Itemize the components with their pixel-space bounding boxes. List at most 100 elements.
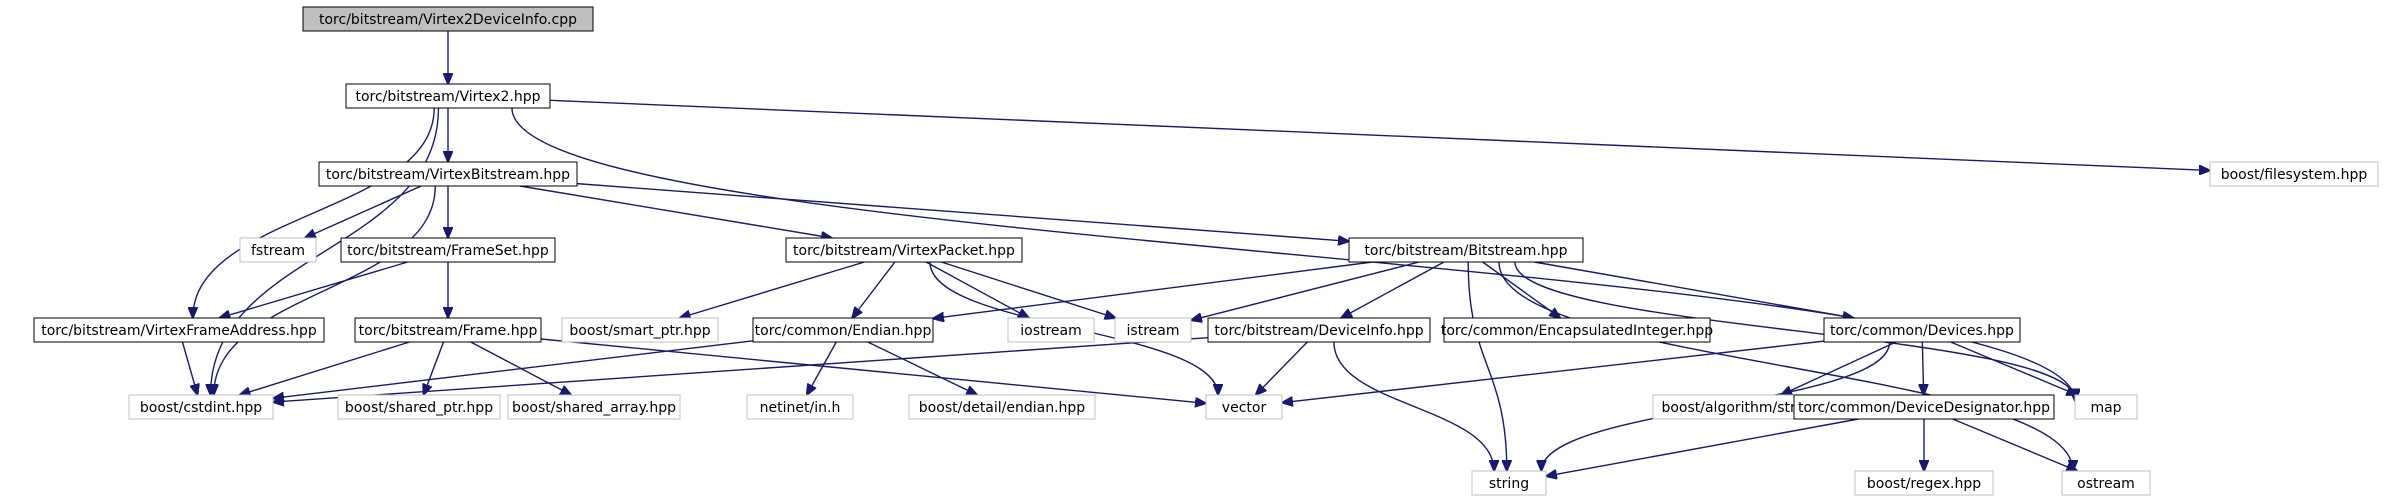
- node-box: [752, 317, 934, 343]
- node-label: netinet/in.h: [760, 400, 841, 416]
- node-label: boost/detail/endian.hpp: [919, 400, 1086, 416]
- node-netinet: netinet/in.h: [746, 394, 854, 420]
- node-label: istream: [1127, 323, 1180, 339]
- edge-bitstream-to-map: [1514, 261, 2075, 399]
- node-label: boost/shared_ptr.hpp: [345, 400, 493, 416]
- node-label: torc/bitstream/VirtexFrameAddress.hpp: [41, 323, 317, 339]
- node-vfa[interactable]: torc/bitstream/VirtexFrameAddress.hpp: [33, 317, 325, 343]
- node-bitstream[interactable]: torc/bitstream/Bitstream.hpp: [1348, 237, 1584, 263]
- edge-vpacket-to-endian: [852, 261, 896, 318]
- edge-vpacket-to-istream: [941, 261, 1115, 318]
- node-devdes[interactable]: torc/common/DeviceDesignator.hpp: [1793, 394, 2055, 420]
- node-box: [1114, 317, 1192, 343]
- node-sharedptr: boost/shared_ptr.hpp: [337, 394, 501, 420]
- edge-devdes-to-string: [1546, 418, 1859, 476]
- edge-bitstream-to-ostream: [1498, 261, 2073, 471]
- node-label: torc/bitstream/Virtex2DeviceInfo.cpp: [319, 12, 577, 28]
- edge-bitstream-to-devinfo: [1341, 261, 1445, 318]
- node-box: [1823, 317, 2021, 343]
- edge-endian-to-bendian: [867, 341, 977, 395]
- node-box: [507, 394, 681, 420]
- node-frame[interactable]: torc/bitstream/Frame.hpp: [354, 317, 542, 343]
- node-label: torc/bitstream/VirtexPacket.hpp: [793, 243, 1015, 259]
- node-vector: vector: [1205, 394, 1283, 420]
- node-frameset[interactable]: torc/bitstream/FrameSet.hpp: [340, 237, 556, 263]
- node-map: map: [2074, 394, 2138, 420]
- node-label: string: [1489, 476, 1529, 492]
- node-vbit[interactable]: torc/bitstream/VirtexBitstream.hpp: [318, 161, 578, 187]
- node-label: boost/smart_ptr.hpp: [569, 323, 710, 339]
- node-root[interactable]: torc/bitstream/Virtex2DeviceInfo.cpp: [302, 6, 594, 32]
- node-encint[interactable]: torc/common/EncapsulatedInteger.hpp: [1441, 317, 1713, 343]
- node-label: map: [2090, 400, 2121, 416]
- edge-frameset-to-vfa: [219, 261, 408, 318]
- node-box: [239, 237, 317, 263]
- node-fstream: fstream: [239, 237, 317, 263]
- node-box: [1205, 394, 1283, 420]
- node-box: [1443, 317, 1711, 343]
- node-smartptr: boost/smart_ptr.hpp: [561, 317, 719, 343]
- edge-devices-to-vector: [1282, 340, 1825, 403]
- node-box: [1793, 394, 2055, 420]
- node-box: [33, 317, 325, 343]
- edge-devices-to-devdes: [1922, 341, 1923, 395]
- node-string: string: [1471, 470, 1547, 496]
- node-label: torc/bitstream/Bitstream.hpp: [1364, 243, 1567, 259]
- edge-virtex2-to-map: [511, 107, 2075, 401]
- node-box: [340, 237, 556, 263]
- edge-frame-to-cstdint: [239, 341, 410, 395]
- edge-virtex2-to-cstdint: [211, 107, 440, 395]
- node-label: torc/bitstream/Virtex2.hpp: [355, 89, 540, 105]
- node-box: [318, 161, 578, 187]
- node-bfs: boost/filesystem.hpp: [2209, 161, 2379, 187]
- node-label: fstream: [251, 243, 305, 259]
- node-label: vector: [1222, 400, 1267, 416]
- edge-frame-to-sharedptr: [424, 341, 445, 395]
- node-bregex: boost/regex.hpp: [1854, 470, 1994, 496]
- edge-endian-to-netinet: [807, 341, 837, 395]
- node-label: boost/shared_array.hpp: [512, 400, 676, 416]
- node-label: boost/cstdint.hpp: [140, 400, 262, 416]
- edge-vfa-to-cstdint: [181, 341, 197, 395]
- edge-devdes-to-ostream: [1952, 418, 2078, 471]
- node-virtex2[interactable]: torc/bitstream/Virtex2.hpp: [345, 83, 551, 109]
- node-devinfo[interactable]: torc/bitstream/DeviceInfo.hpp: [1207, 317, 1431, 343]
- node-box: [2061, 470, 2151, 496]
- node-box: [561, 317, 719, 343]
- edge-endian-to-cstdint: [273, 340, 754, 399]
- edge-vbit-to-vpacket: [519, 185, 832, 238]
- node-label: torc/common/EncapsulatedInteger.hpp: [1441, 323, 1713, 339]
- node-vpacket[interactable]: torc/bitstream/VirtexPacket.hpp: [785, 237, 1023, 263]
- edge-devinfo-to-vector: [1256, 341, 1308, 395]
- edge-devinfo-to-string: [1333, 341, 1494, 471]
- node-label: torc/bitstream/VirtexBitstream.hpp: [326, 167, 570, 183]
- node-box: [1471, 470, 1547, 496]
- edges-layer: [181, 31, 2210, 476]
- node-box: [785, 237, 1023, 263]
- node-box: [354, 317, 542, 343]
- edge-devices-to-balgo: [1781, 341, 1897, 395]
- node-sharedarr: boost/shared_array.hpp: [507, 394, 681, 420]
- edge-vbit-to-cstdint: [214, 185, 436, 395]
- node-label: boost/regex.hpp: [1867, 476, 1981, 492]
- node-label: torc/common/Endian.hpp: [755, 323, 932, 339]
- edge-bitstream-to-istream: [1191, 261, 1420, 320]
- edge-vpacket-to-smartptr: [680, 261, 865, 318]
- node-endian[interactable]: torc/common/Endian.hpp: [752, 317, 934, 343]
- node-label: torc/bitstream/DeviceInfo.hpp: [1214, 323, 1423, 339]
- node-istream: istream: [1114, 317, 1192, 343]
- node-label: torc/common/Devices.hpp: [1830, 323, 2014, 339]
- node-label: ostream: [2077, 476, 2135, 492]
- node-box: [2209, 161, 2379, 187]
- node-ostream: ostream: [2061, 470, 2151, 496]
- edge-bitstream-to-string: [1467, 261, 1507, 471]
- node-box: [2074, 394, 2138, 420]
- node-label: boost/filesystem.hpp: [2221, 167, 2368, 183]
- edge-bitstream-to-devices: [1534, 261, 1853, 318]
- node-box: [1207, 317, 1431, 343]
- node-iostream: iostream: [1007, 317, 1095, 343]
- node-devices[interactable]: torc/common/Devices.hpp: [1823, 317, 2021, 343]
- node-box: [908, 394, 1096, 420]
- node-box: [1854, 470, 1994, 496]
